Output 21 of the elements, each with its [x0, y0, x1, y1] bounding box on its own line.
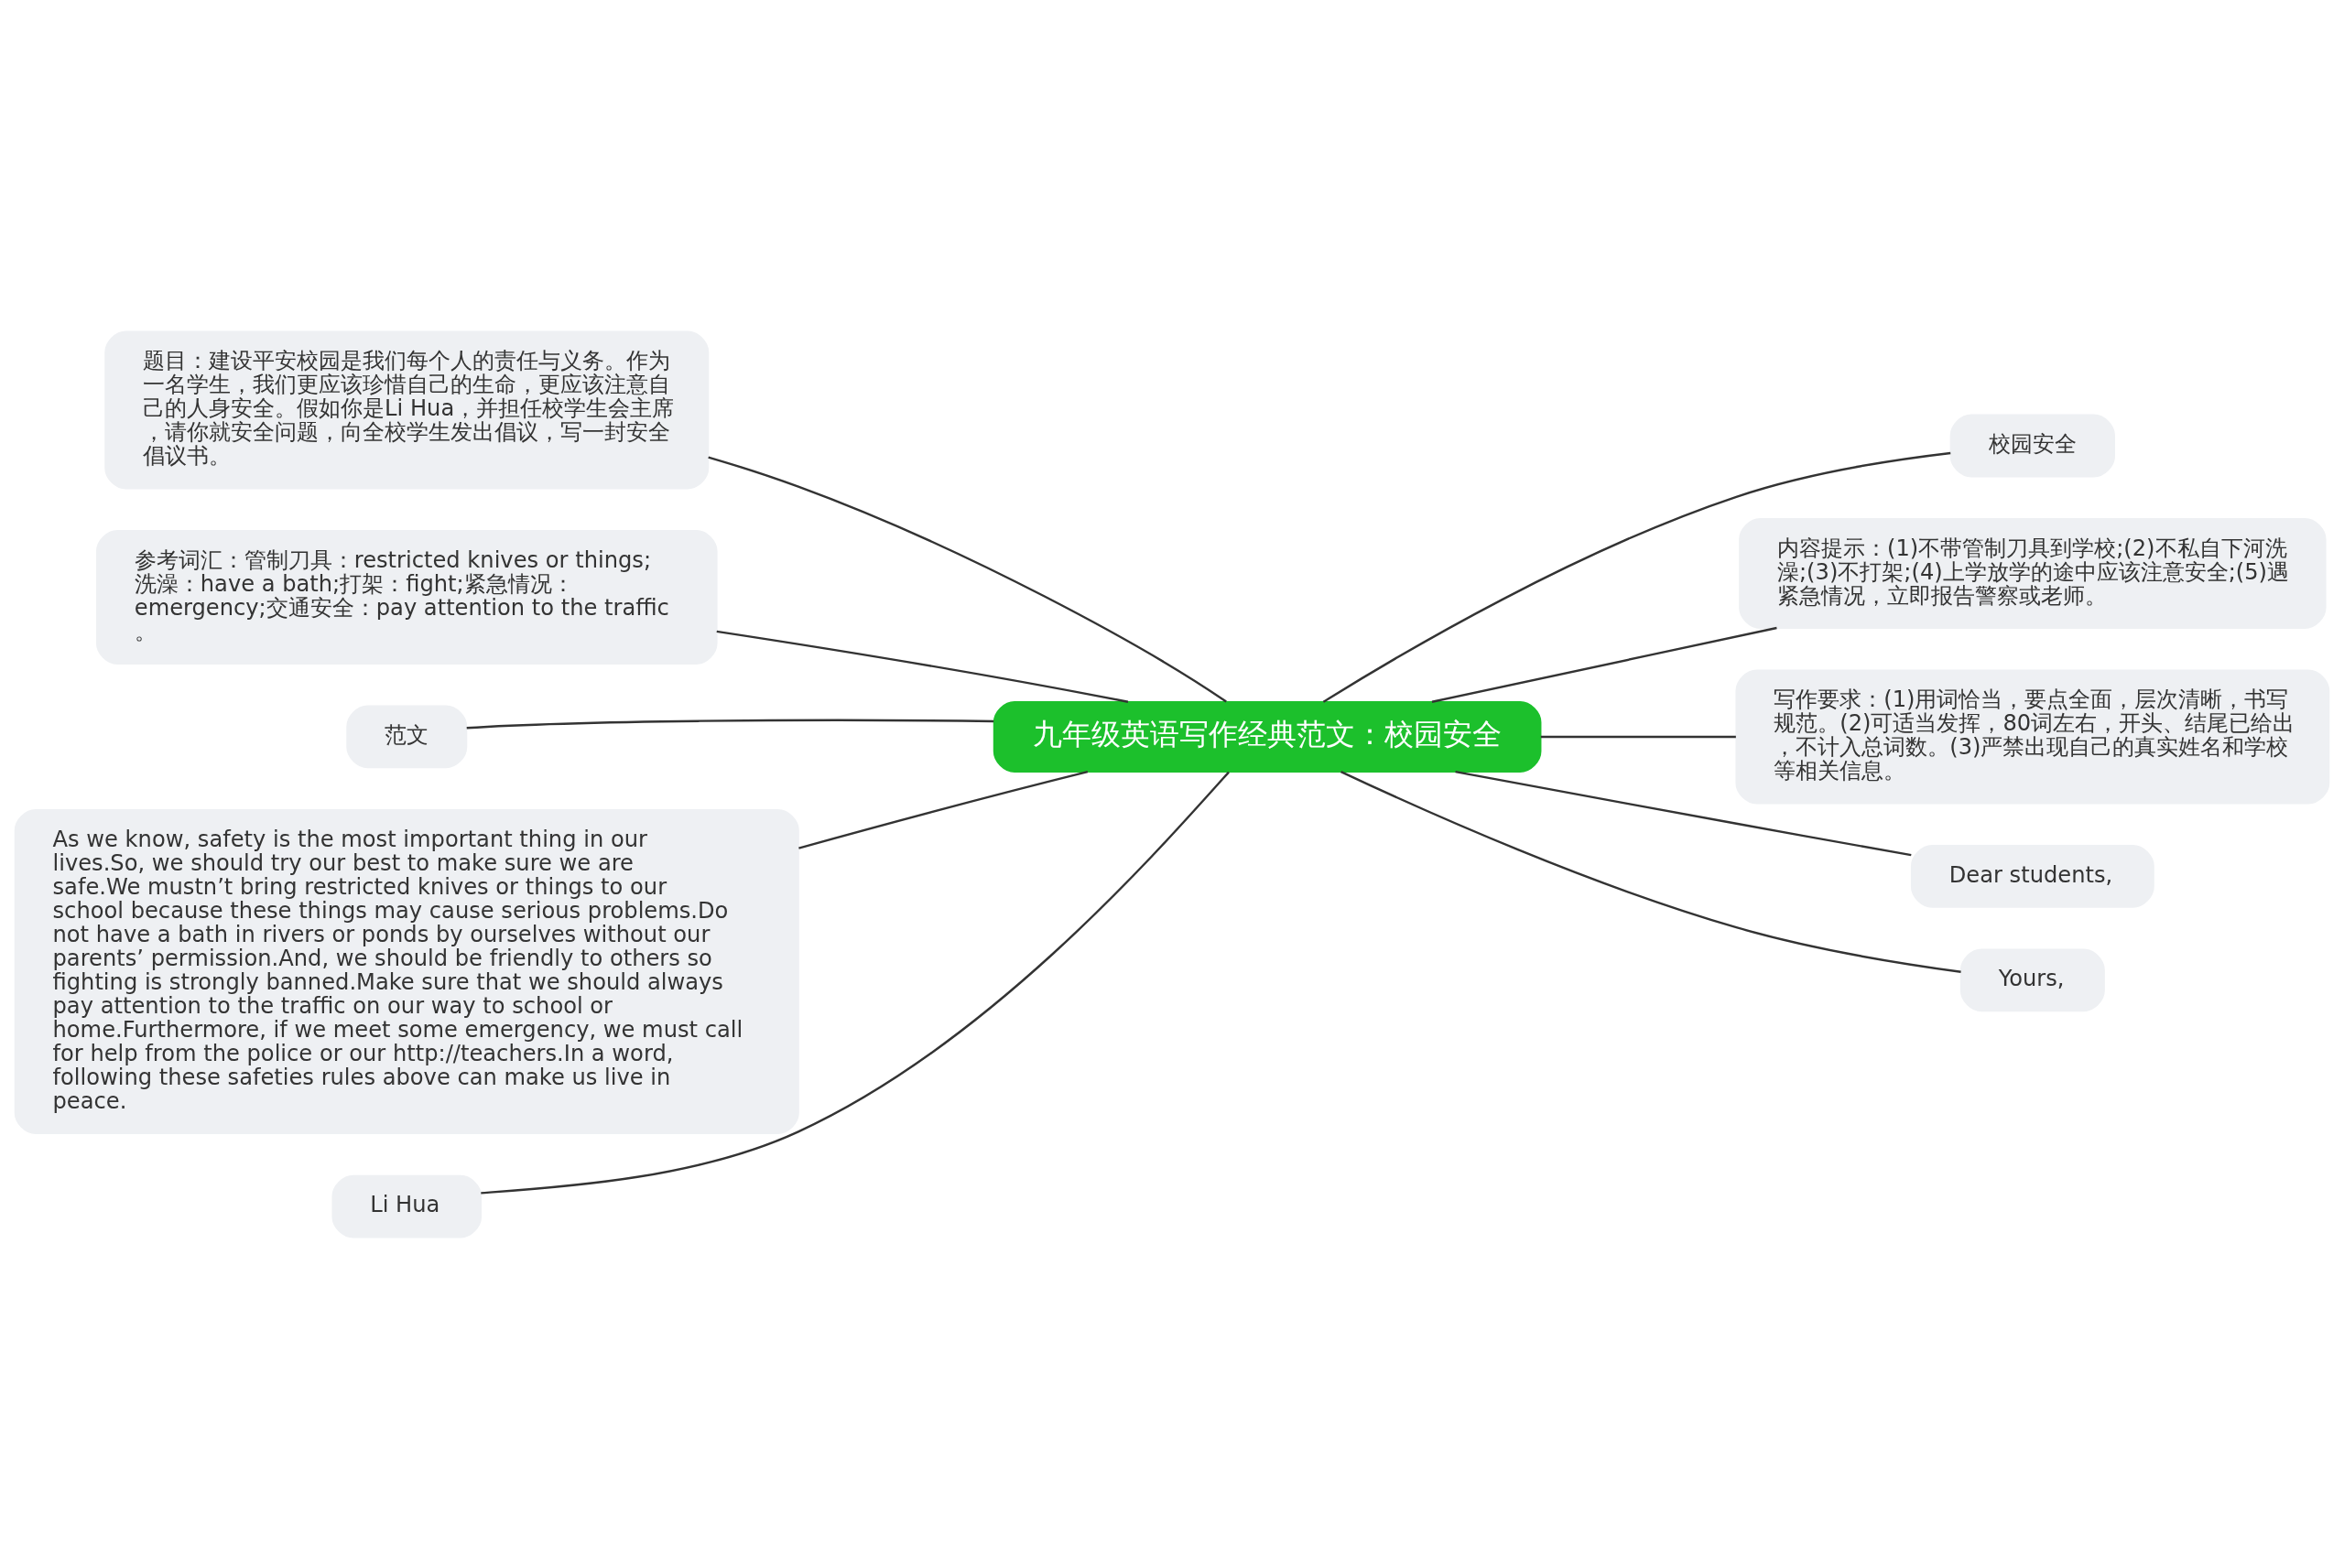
node-box: 内容提示：(1)不带管制刀具到学校;(2)不私自下河洗澡;(3)不打架;(4)上学放学的途中应该注意安全;(5)遇紧急情况，立即报告警察或老师。 [1739, 517, 2327, 629]
connector [716, 630, 1129, 703]
connector [1322, 451, 1951, 703]
connector [466, 719, 994, 729]
node-box: 参考词汇：管制刀具：restricted knives or things;洗澡：have a bath;打架：fight;紧急情况：emergency;交通安全：pay attention to the traffic。 [95, 529, 718, 665]
connector [481, 771, 1230, 1195]
connector [1455, 770, 1912, 856]
connector [798, 770, 1089, 849]
node-box: 九年级英语写作经典范文：校园安全 [993, 700, 1542, 773]
node-box: 题目：建设平安校园是我们每个人的责任与义务。作为一名学生，我们更应该珍惜自己的生命，更应该注意自己的人身安全。假如你是Li Hua，并担任校学生会主席，请你就安全问题，向全校学生发出倡议，写一封安全倡议书。 [104, 330, 710, 489]
node-box: 写作要求：(1)用词恰当，要点全面，层次清晰，书写规范。(2)可适当发挥，80词左右，开头、结尾已给出，不计入总词数。(3)严禁出现自己的真实姓名和学校等相关信息。 [1735, 669, 2330, 804]
node-box: 校园安全 [1949, 414, 2116, 477]
connector [708, 455, 1227, 703]
node-box: Dear students, [1910, 844, 2154, 908]
node-box: 范文 [346, 705, 468, 768]
connector [1340, 770, 1961, 973]
node-box: Yours, [1959, 947, 2105, 1011]
connector [1431, 626, 1777, 703]
node-box: As we know, safety is the most important thing in our lives.So, we should try our best to make sure we are safe.We mustn’t bring restricted knives or things to our school because these things may cause serious problems.Do not have a bath in rivers or ponds by ourselves without our parents’ permission.And, we should be friendly to others so fighting is strongly banned.Make sure that we should always pay attention to the traffic on our way to school or home.Furthermore, if we meet some emergency, we must call for help from the police or our http://teachers.In a word, following these safeties rules above can make us live in peace. [14, 808, 799, 1134]
connector [1540, 735, 1736, 738]
node-box: Li Hua [331, 1174, 483, 1238]
